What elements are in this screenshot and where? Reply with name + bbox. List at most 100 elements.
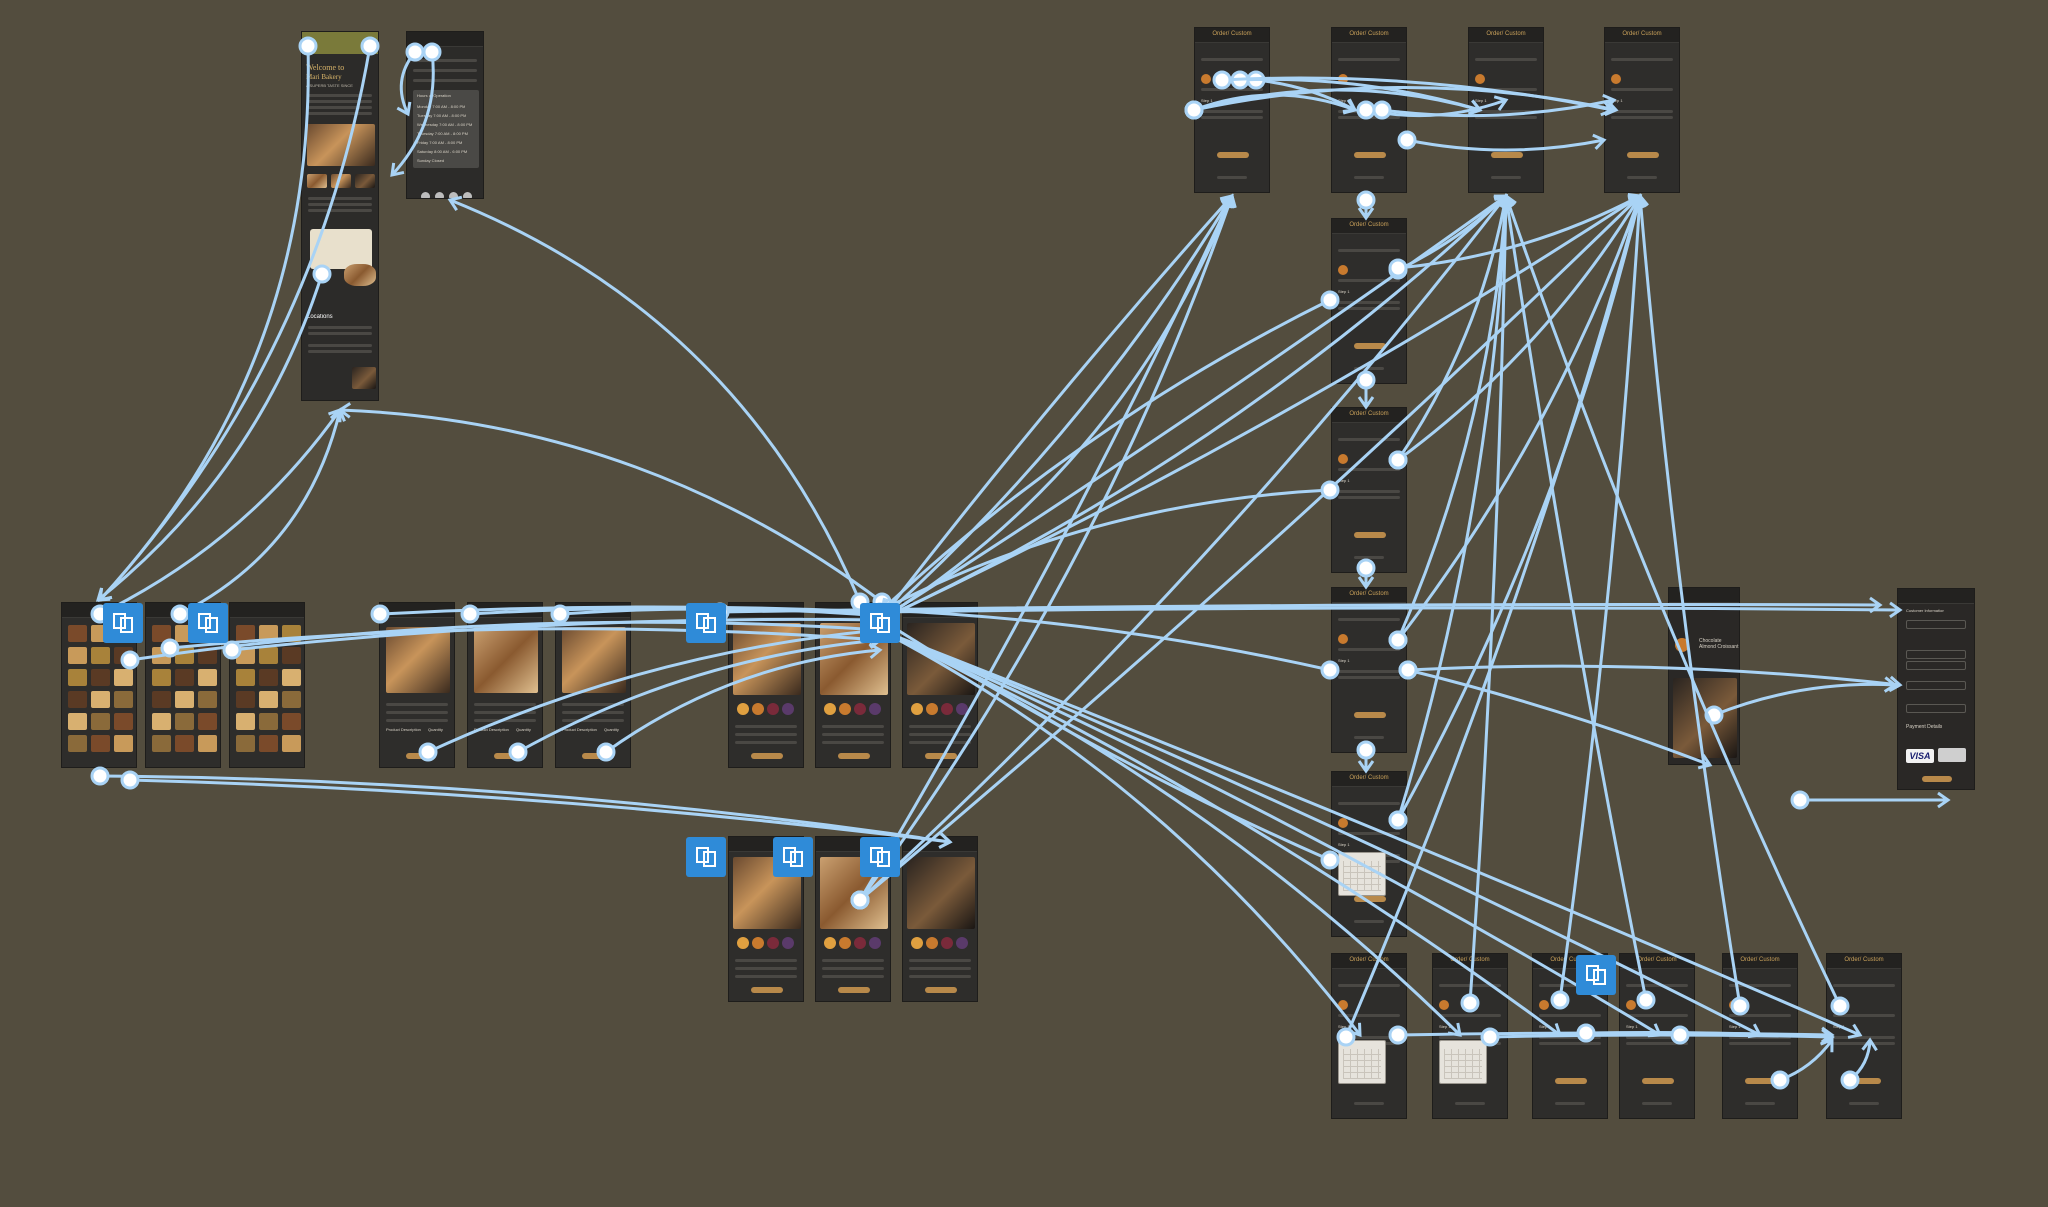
product-tile[interactable]	[68, 735, 87, 752]
add-to-cart-button[interactable]	[1491, 152, 1523, 158]
product-tile[interactable]	[68, 713, 87, 730]
hotspot-handle[interactable]	[1320, 290, 1340, 310]
hotspot-handle[interactable]	[90, 766, 110, 786]
hotspot-handle[interactable]	[1356, 740, 1376, 760]
hotspot-handle[interactable]	[1388, 630, 1408, 650]
option-thumbnail[interactable]	[839, 703, 851, 715]
option-thumbnail[interactable]	[941, 937, 953, 949]
calendar-popup[interactable]	[1338, 852, 1386, 896]
hotspot-handle[interactable]	[1372, 100, 1392, 120]
product-tile[interactable]	[152, 625, 171, 642]
option-thumbnail[interactable]	[911, 703, 923, 715]
product-tile[interactable]	[282, 691, 301, 708]
hotspot-handle[interactable]	[1460, 993, 1480, 1013]
product-tile[interactable]	[236, 691, 255, 708]
add-to-cart-button[interactable]	[838, 753, 870, 759]
product-tile[interactable]	[259, 647, 278, 664]
product-tile[interactable]	[259, 713, 278, 730]
hotspot-handle[interactable]	[312, 264, 332, 284]
product-tile[interactable]	[91, 691, 110, 708]
option-thumbnail[interactable]	[737, 703, 749, 715]
add-button[interactable]	[406, 753, 430, 759]
hotspot-handle[interactable]	[1790, 790, 1810, 810]
hotspot-handle[interactable]	[1636, 990, 1656, 1010]
product-tile[interactable]	[259, 625, 278, 642]
option-thumbnail[interactable]	[737, 937, 749, 949]
option-thumbnail[interactable]	[752, 937, 764, 949]
city-field[interactable]	[1906, 704, 1966, 713]
hotspot-handle[interactable]	[370, 604, 390, 624]
hotspot-handle[interactable]	[160, 638, 180, 658]
product-tile[interactable]	[114, 691, 133, 708]
product-tile[interactable]	[198, 735, 217, 752]
contact-screen[interactable]: Hours of Operation Monday 7:00 AM - 8:00…	[406, 31, 484, 199]
flow-start-icon[interactable]	[773, 837, 813, 877]
hotspot-handle[interactable]	[298, 36, 318, 56]
product-tile[interactable]	[152, 735, 171, 752]
option-thumbnail[interactable]	[824, 937, 836, 949]
hotspot-handle[interactable]	[120, 770, 140, 790]
hotspot-handle[interactable]	[850, 890, 870, 910]
option-thumbnail[interactable]	[752, 703, 764, 715]
hotspot-handle[interactable]	[1397, 130, 1417, 150]
hotspot-handle[interactable]	[405, 42, 425, 62]
add-button[interactable]	[494, 753, 518, 759]
product-tile[interactable]	[114, 735, 133, 752]
hotspot-handle[interactable]	[1388, 1025, 1408, 1045]
croissant-detail-screen[interactable]: Chocolate Almond Croissant	[1668, 587, 1740, 765]
calendar-popup[interactable]	[1338, 1040, 1386, 1084]
product-tile[interactable]	[91, 713, 110, 730]
option-thumbnail[interactable]	[926, 937, 938, 949]
option-thumbnail[interactable]	[839, 937, 851, 949]
add-to-cart-button[interactable]	[751, 753, 783, 759]
option-thumbnail[interactable]	[824, 703, 836, 715]
hotspot-handle[interactable]	[1320, 660, 1340, 680]
hotspot-handle[interactable]	[1184, 100, 1204, 120]
hotspot-handle[interactable]	[1480, 1027, 1500, 1047]
product-tile[interactable]	[91, 735, 110, 752]
hotspot-handle[interactable]	[1388, 810, 1408, 830]
add-to-cart-button[interactable]	[1354, 896, 1386, 902]
phone-field[interactable]	[1906, 661, 1966, 670]
visa-card-option[interactable]: VISA	[1906, 749, 1934, 763]
add-to-cart-button[interactable]	[1354, 532, 1386, 538]
product-tile[interactable]	[236, 625, 255, 642]
hotspot-handle[interactable]	[418, 742, 438, 762]
add-to-cart-button[interactable]	[925, 987, 957, 993]
instagram-icon[interactable]	[435, 192, 444, 198]
hotspot-handle[interactable]	[550, 604, 570, 624]
add-to-cart-button[interactable]	[1642, 1078, 1674, 1084]
option-thumbnail[interactable]	[782, 937, 794, 949]
option-thumbnail[interactable]	[956, 937, 968, 949]
hotspot-handle[interactable]	[460, 604, 480, 624]
address-field[interactable]	[1906, 681, 1966, 690]
add-to-cart-button[interactable]	[1745, 1078, 1777, 1084]
hotspot-handle[interactable]	[1576, 1023, 1596, 1043]
option-thumbnail[interactable]	[956, 703, 968, 715]
option-thumbnail[interactable]	[767, 703, 779, 715]
hotspot-handle[interactable]	[1730, 996, 1750, 1016]
product-tile[interactable]	[259, 735, 278, 752]
product-tile[interactable]	[282, 735, 301, 752]
product-tile[interactable]	[152, 713, 171, 730]
product-tile[interactable]	[152, 691, 171, 708]
hotspot-handle[interactable]	[1840, 1070, 1860, 1090]
hotspot-handle[interactable]	[1356, 370, 1376, 390]
option-thumbnail[interactable]	[941, 703, 953, 715]
product-tile[interactable]	[198, 691, 217, 708]
option-thumbnail[interactable]	[869, 703, 881, 715]
add-to-cart-button[interactable]	[751, 987, 783, 993]
add-to-cart-button[interactable]	[1849, 1078, 1881, 1084]
name-field[interactable]	[1906, 620, 1966, 629]
add-to-cart-button[interactable]	[1354, 152, 1386, 158]
product-tile[interactable]	[175, 691, 194, 708]
hotspot-handle[interactable]	[170, 604, 190, 624]
product-tile[interactable]	[282, 713, 301, 730]
add-to-cart-button[interactable]	[1217, 152, 1249, 158]
hotspot-handle[interactable]	[422, 42, 442, 62]
add-to-cart-button[interactable]	[1354, 343, 1386, 349]
product-tile[interactable]	[175, 713, 194, 730]
product-tile[interactable]	[282, 647, 301, 664]
